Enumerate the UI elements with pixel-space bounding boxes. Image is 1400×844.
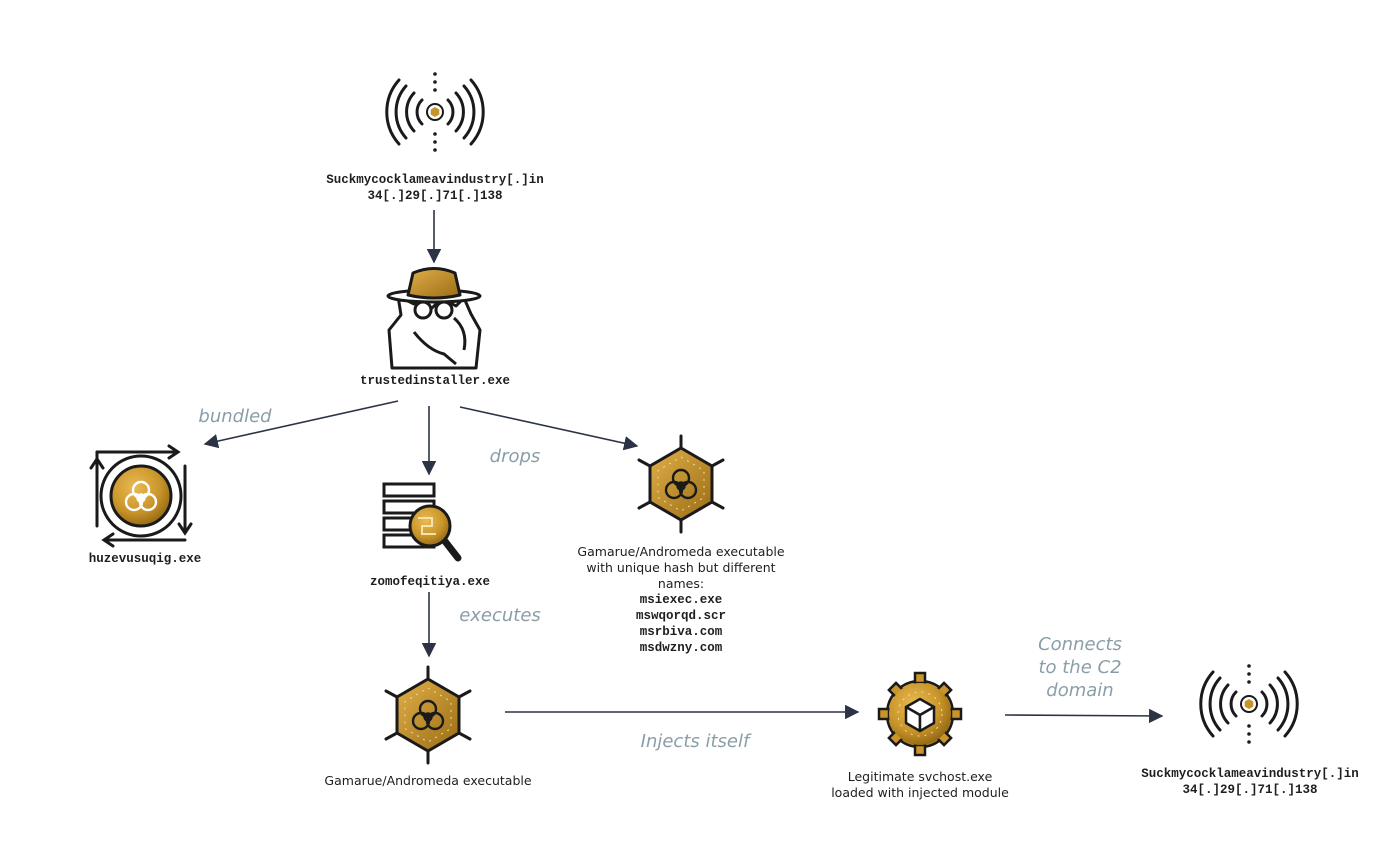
c2-bottom-ip: 34[.]29[.]71[.]138 [1182, 783, 1318, 797]
variant-name: msdwzny.com [639, 641, 723, 655]
biohazard-hexagon-icon [384, 665, 472, 765]
edge-label-executes: executes [459, 605, 541, 626]
broadcast-antenna-icon [385, 70, 485, 154]
svchost-line-1: Legitimate svchost.exe [847, 769, 993, 784]
edge-label-connects: Connects to the C2 domain [1010, 633, 1150, 702]
c2-top-ip: 34[.]29[.]71[.]138 [367, 189, 503, 203]
biohazard-hexagon-icon [637, 434, 725, 534]
zomofeqitiya-label: zomofeqitiya.exe [369, 575, 491, 589]
c2-top-label: Suckmycocklameavindustry[.]in 34[.]29[.]… [300, 172, 570, 204]
huzevusuqig-label: huzevusuqig.exe [88, 552, 202, 566]
document-search-icon [382, 482, 462, 562]
connects-line-1: Connects [1038, 634, 1122, 655]
variant-name: msrbiva.com [639, 625, 723, 639]
edge-label-injects: Injects itself [640, 731, 750, 752]
broadcast-antenna-icon [1199, 662, 1299, 746]
gamarue-exec-label: Gamarue/Andromeda executable [324, 773, 532, 788]
c2-top-domain: Suckmycocklameavindustry[.]in [326, 173, 544, 187]
svchost-line-2: loaded with injected module [831, 785, 1009, 800]
c2-bottom-domain: Suckmycocklameavindustry[.]in [1141, 767, 1359, 781]
arrow-drops-right [459, 406, 639, 451]
gamarue-variants-label: Gamarue/Andromeda executable with unique… [546, 544, 816, 656]
c2-bottom-label: Suckmycocklameavindustry[.]in 34[.]29[.]… [1115, 766, 1385, 798]
variant-name: mswqorqd.scr [635, 609, 726, 623]
gear-cube-icon [877, 671, 963, 757]
biohazard-rotate-icon [89, 444, 193, 548]
connects-line-2: to the C2 [1038, 657, 1122, 678]
trustedinstaller-label: trustedinstaller.exe [359, 374, 511, 388]
connects-line-3: domain [1046, 680, 1114, 701]
spy-agent-icon [386, 267, 482, 370]
arrow-connects [1004, 708, 1164, 724]
edge-label-bundled: bundled [198, 406, 272, 427]
gamarue-variants-desc-1: Gamarue/Andromeda executable [577, 544, 785, 559]
edge-label-drops: drops [489, 446, 541, 467]
gamarue-variants-desc-2: with unique hash but different [586, 560, 776, 575]
svchost-label: Legitimate svchost.exe loaded with injec… [800, 769, 1040, 801]
arrow-bundled [203, 400, 399, 449]
gamarue-variants-desc-3: names: [657, 576, 705, 591]
variant-name: msiexec.exe [639, 593, 723, 607]
